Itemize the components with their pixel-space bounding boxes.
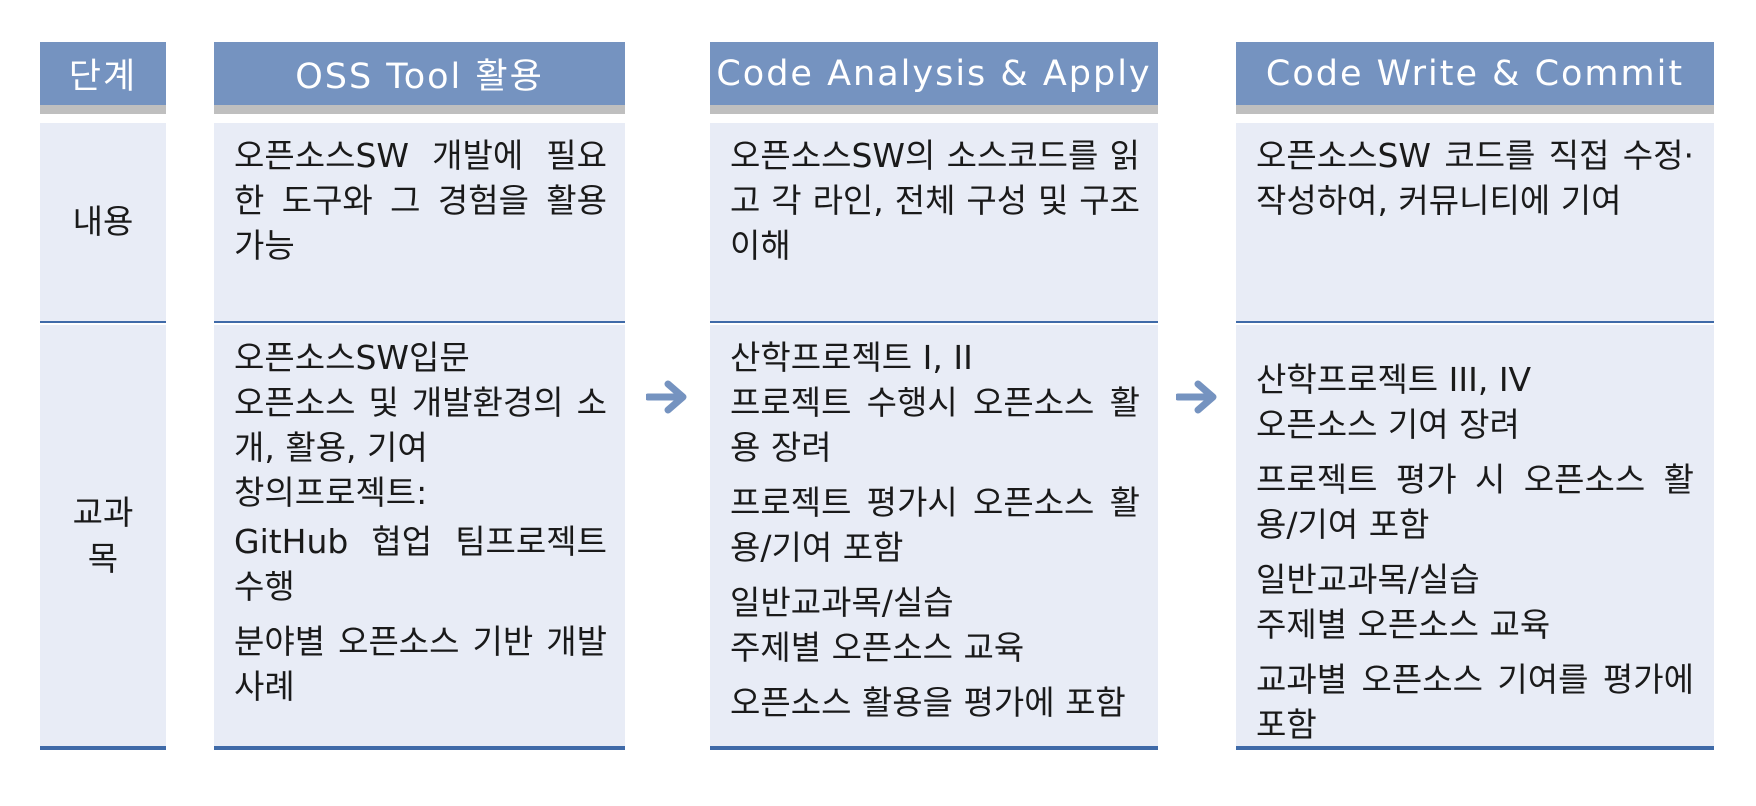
courses-row-label-line1: 교과: [72, 492, 134, 532]
course-item: 주제별 오픈소스 교육: [730, 628, 1025, 667]
course-item: GitHub 협업 팀프로젝트 수행: [234, 522, 607, 606]
oss-tool-header: OSS Tool 활용: [214, 42, 625, 114]
course-item: 오픈소스 및 개발환경의 소개, 활용, 기여: [234, 383, 607, 467]
course-item: 오픈소스 기여 장려: [1256, 405, 1520, 444]
course-item: 산학프로젝트 III, IV: [1256, 360, 1532, 399]
oss-tool-content-text: 오픈소스SW 개발에 필요한 도구와 그 경험을 활용 가능: [234, 136, 607, 265]
course-item: 프로젝트 평가시 오픈소스 활용/기여 포함: [730, 483, 1140, 567]
content-row-label-cell: 내용: [40, 123, 166, 323]
course-item: 프로젝트 수행시 오픈소스 활용 장려: [730, 383, 1140, 467]
code-analysis-courses-cell: 산학프로젝트 I, II 프로젝트 수행시 오픈소스 활용 장려 프로젝트 평가…: [710, 325, 1158, 750]
courses-row-label-line2: 목: [87, 538, 119, 578]
course-item: 산학프로젝트 I, II: [730, 338, 973, 377]
courses-row-label-cell: 교과 목: [40, 325, 166, 750]
course-item: 교과별 오픈소스 기여를 평가에 포함: [1256, 660, 1694, 744]
arrow-right-icon: [646, 380, 687, 414]
stage-column: 단계 내용 교과 목: [40, 42, 166, 750]
code-write-courses-cell: 산학프로젝트 III, IV 오픈소스 기여 장려 프로젝트 평가 시 오픈소스…: [1236, 325, 1714, 750]
course-item: 오픈소스SW입문: [234, 338, 470, 377]
course-item: 창의프로젝트:: [234, 473, 428, 512]
courses-row-label: 교과 목: [40, 325, 166, 746]
code-analysis-column: Code Analysis & Apply 오픈소스SW의 소스코드를 읽고 각…: [710, 42, 1158, 750]
stage-header: 단계: [40, 42, 166, 114]
course-item: 일반교과목/실습: [730, 583, 954, 622]
oss-tool-courses-cell: 오픈소스SW입문 오픈소스 및 개발환경의 소개, 활용, 기여 창의프로젝트:…: [214, 325, 625, 750]
code-write-header: Code Write & Commit: [1236, 42, 1714, 114]
code-analysis-content-cell: 오픈소스SW의 소스코드를 읽고 각 라인, 전체 구성 및 구조 이해: [710, 123, 1158, 323]
course-item: 프로젝트 평가 시 오픈소스 활용/기여 포함: [1256, 460, 1694, 544]
code-write-content-cell: 오픈소스SW 코드를 직접 수정· 작성하여, 커뮤니티에 기여: [1236, 123, 1714, 323]
oss-tool-content-cell: 오픈소스SW 개발에 필요한 도구와 그 경험을 활용 가능: [214, 123, 625, 323]
course-item: 주제별 오픈소스 교육: [1256, 605, 1551, 644]
oss-tool-column: OSS Tool 활용 오픈소스SW 개발에 필요한 도구와 그 경험을 활용 …: [214, 42, 625, 750]
course-item: 일반교과목/실습: [1256, 560, 1480, 599]
course-item: 분야별 오픈소스 기반 개발 사례: [234, 622, 607, 706]
code-analysis-header: Code Analysis & Apply: [710, 42, 1158, 114]
content-row-label: 내용: [72, 202, 134, 241]
arrow-right-icon: [1176, 380, 1217, 414]
code-analysis-content-text: 오픈소스SW의 소스코드를 읽고 각 라인, 전체 구성 및 구조 이해: [730, 136, 1140, 265]
code-write-content-text: 오픈소스SW 코드를 직접 수정· 작성하여, 커뮤니티에 기여: [1256, 136, 1694, 220]
course-item: 오픈소스 활용을 평가에 포함: [730, 683, 1126, 722]
code-write-column: Code Write & Commit 오픈소스SW 코드를 직접 수정· 작성…: [1236, 42, 1714, 750]
